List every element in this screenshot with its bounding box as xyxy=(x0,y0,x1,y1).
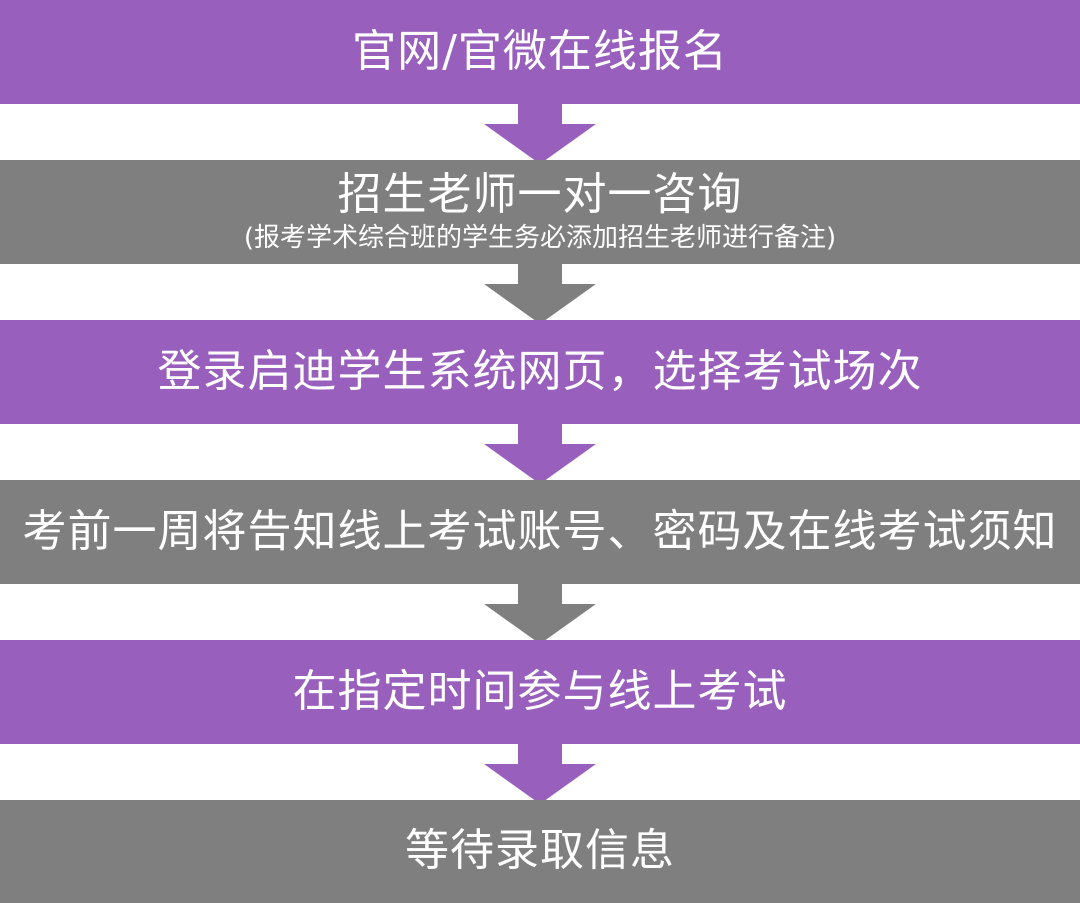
arrow-1-stem xyxy=(518,104,562,124)
step-1-label: 官网/官微在线报名 xyxy=(352,25,728,77)
arrow-5-stem xyxy=(518,744,562,764)
arrow-5-icon xyxy=(484,764,596,804)
step-4-box: 考前一周将告知线上考试账号、密码及在线考试须知 xyxy=(0,480,1080,584)
arrow-2-icon xyxy=(484,284,596,324)
step-2-label: 招生老师一对一咨询 xyxy=(337,169,743,221)
arrow-1-icon xyxy=(484,124,596,164)
arrow-3-stem xyxy=(518,424,562,444)
arrow-3-icon xyxy=(484,444,596,484)
step-2-box: 招生老师一对一咨询 (报考学术综合班的学生务必添加招生老师进行备注) xyxy=(0,160,1080,264)
step-6-label: 等待录取信息 xyxy=(405,825,675,877)
step-5-label: 在指定时间参与线上考试 xyxy=(292,665,788,717)
arrow-4-stem xyxy=(518,584,562,604)
step-1-box: 官网/官微在线报名 xyxy=(0,0,1080,104)
step-3-box: 登录启迪学生系统网页，选择考试场次 xyxy=(0,320,1080,424)
step-2-note: (报考学术综合班的学生务必添加招生老师进行备注) xyxy=(243,222,837,253)
arrow-4-icon xyxy=(484,604,596,644)
step-6-box: 等待录取信息 xyxy=(0,800,1080,903)
step-4-label: 考前一周将告知线上考试账号、密码及在线考试须知 xyxy=(22,505,1058,557)
step-3-label: 登录启迪学生系统网页，选择考试场次 xyxy=(157,345,923,397)
step-5-box: 在指定时间参与线上考试 xyxy=(0,640,1080,744)
arrow-2-stem xyxy=(518,264,562,284)
